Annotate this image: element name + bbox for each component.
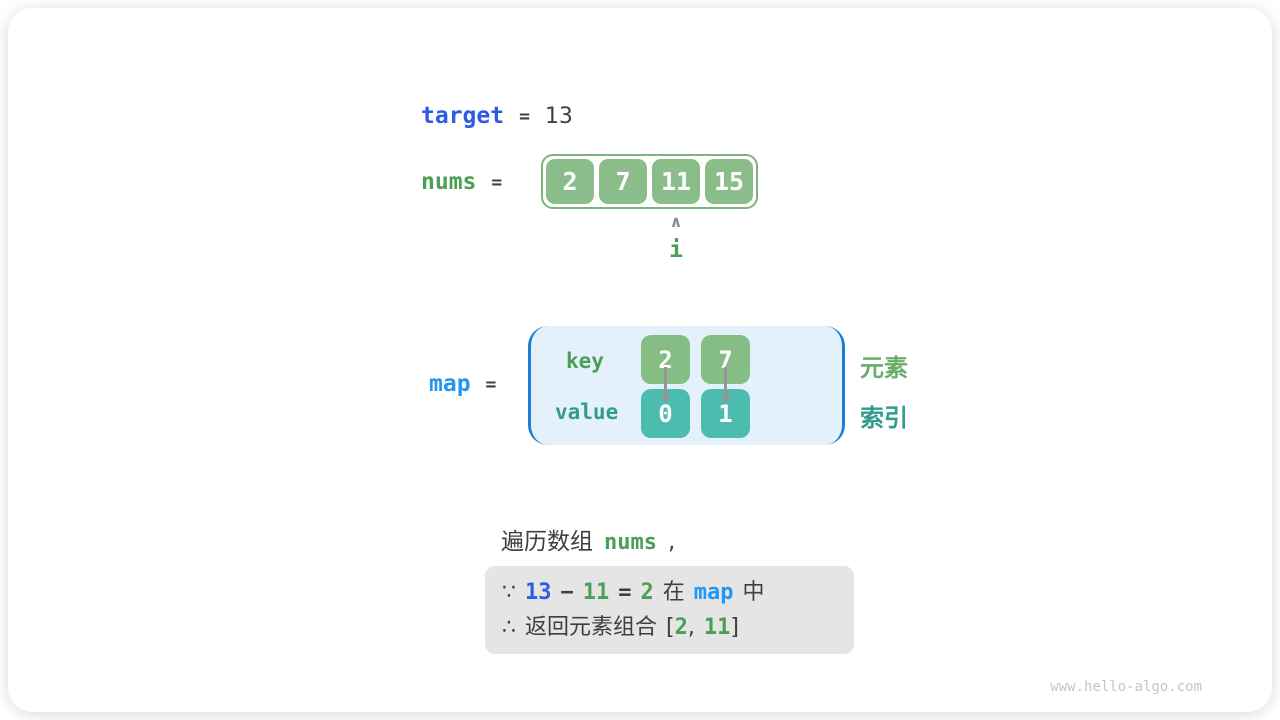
result-value-1: 2 — [674, 615, 688, 640]
pair-comma: , — [687, 615, 695, 640]
current-operand: 11 — [582, 580, 610, 605]
map-expression: map = — [429, 371, 496, 397]
map-equals-sign: = — [485, 373, 497, 395]
index-side-label: 索引 — [860, 404, 908, 432]
in-text: 在 — [662, 580, 685, 605]
in-suffix-text: 中 — [742, 580, 765, 605]
result-pair: [2, 11] — [666, 610, 739, 645]
conclusion-line-2: ∴ 返回元素组合 [2, 11] — [502, 610, 854, 645]
up-arrow-icon: ∧ — [669, 212, 683, 231]
array-element-2: 11 — [652, 159, 700, 204]
target-operand: 13 — [525, 580, 552, 605]
return-text: 返回元素组合 — [525, 615, 658, 640]
nums-array: 2 7 11 15 — [541, 154, 758, 209]
caption-sentence: 遍历数组 nums , — [501, 522, 675, 556]
nums-equals-sign: = — [491, 171, 503, 193]
array-element-3: 15 — [705, 159, 753, 204]
index-pointer-label: i — [669, 237, 683, 263]
target-equals-sign: = — [519, 105, 530, 127]
conclusion-line-1: ∵ 13 − 11 = 2 在 map 中 — [502, 575, 854, 610]
element-side-label: 元素 — [860, 354, 908, 382]
site-watermark: www.hello-algo.com — [1050, 679, 1202, 695]
caption-prefix: 遍历数组 — [501, 529, 593, 555]
target-value: 13 — [544, 103, 573, 129]
close-bracket: ] — [730, 615, 739, 640]
array-element-0: 2 — [546, 159, 594, 204]
target-label: target — [421, 103, 505, 129]
down-arrow-icon — [660, 367, 671, 403]
map-value-row-label: value — [555, 400, 619, 424]
caption-comma: , — [667, 529, 676, 555]
array-element-1: 7 — [599, 159, 647, 204]
difference-result: 2 — [640, 580, 654, 605]
result-value-2: 11 — [703, 615, 731, 640]
target-expression: target = 13 — [421, 103, 573, 129]
down-arrow-icon — [720, 367, 731, 403]
equals-sign: = — [618, 580, 632, 605]
open-bracket: [ — [666, 615, 675, 640]
minus-sign: − — [560, 580, 574, 605]
map-reference: map — [693, 580, 734, 605]
nums-expression: nums = — [421, 169, 502, 195]
map-key-row-label: key — [566, 349, 604, 373]
nums-label: nums — [421, 169, 477, 195]
therefore-symbol: ∴ — [502, 615, 516, 640]
conclusion-box: ∵ 13 − 11 = 2 在 map 中 ∴ 返回元素组合 [2, 11] — [485, 566, 854, 654]
because-symbol: ∵ — [502, 580, 516, 605]
map-label: map — [429, 371, 471, 397]
map-value-0: 0 — [641, 389, 690, 438]
caption-nums-ref: nums — [604, 530, 657, 555]
diagram-card: target = 13 nums = 2 7 11 15 ∧ i map = k… — [8, 8, 1272, 712]
